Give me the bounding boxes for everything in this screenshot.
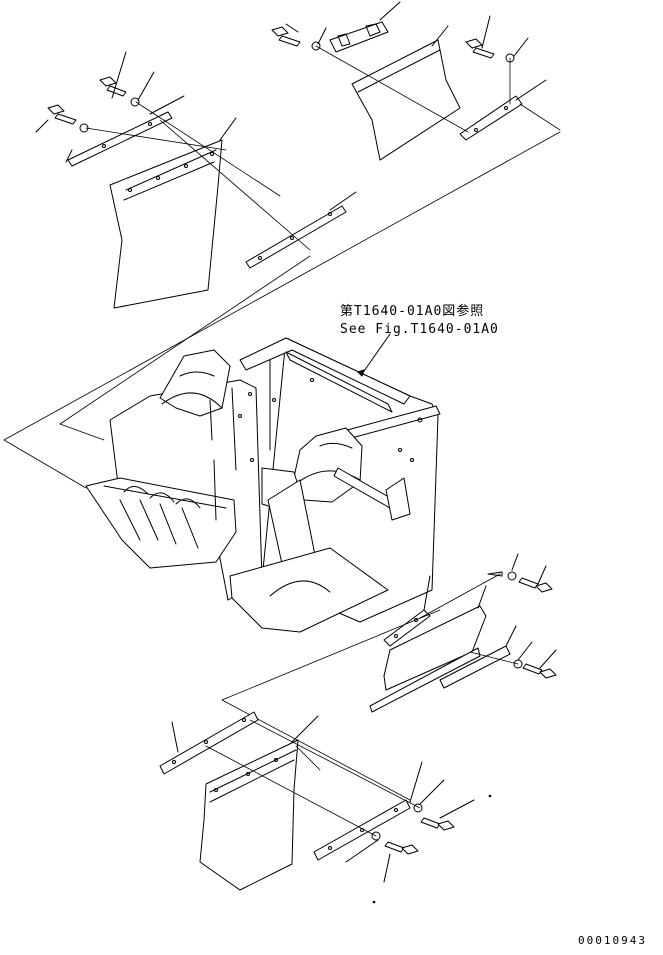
reference-leader — [361, 333, 391, 375]
frame-base-plate — [229, 547, 389, 633]
right-mid-mudguard-group — [369, 553, 557, 713]
bolt-top-right-b — [472, 47, 495, 59]
bolt-bottom-a — [420, 817, 441, 829]
plate-strip-top-right — [459, 95, 523, 141]
projection-line-main — [3, 131, 561, 489]
plate-strip-bottom-lower — [313, 799, 411, 861]
top-left-mudguard-group — [35, 51, 357, 309]
mud-flap-top-left — [109, 139, 223, 309]
reference-note: 第T1640-01A0図参照 See Fig.T1640-01A0 — [340, 303, 499, 339]
bolt-top-left-b — [99, 76, 127, 97]
bolt-top-right-a — [278, 35, 301, 47]
reference-note-english: See Fig.T1640-01A0 — [340, 322, 499, 337]
reference-note-japanese: 第T1640-01A0図参照 — [340, 304, 485, 319]
bolt-bottom-b — [384, 841, 405, 853]
bolt-top-left-a — [47, 104, 77, 125]
washer-bottom-a — [413, 803, 423, 813]
mud-flap-top-right — [351, 39, 461, 161]
bolt-right-mid-a — [518, 577, 539, 589]
washer-top-right-a — [311, 41, 321, 51]
main-frame — [85, 333, 441, 633]
bolt-right-mid-b — [522, 663, 543, 675]
washer-right-mid-a — [507, 571, 517, 581]
frame-left-housing — [85, 477, 237, 569]
plate-strip-bottom-upper — [159, 711, 259, 775]
washer-bottom-b — [371, 831, 381, 841]
drawing-number: 00010943 — [578, 934, 647, 947]
bracket-top-right — [329, 21, 389, 53]
frame-right-saddle — [291, 427, 363, 503]
plate-strip-lower-left — [245, 205, 347, 269]
mud-flap-bottom — [199, 739, 299, 891]
washer-top-left-b — [130, 97, 140, 107]
plate-strip-top-left — [67, 111, 173, 167]
top-right-mudguard-group — [271, 1, 561, 161]
bottom-mudguard-group — [159, 711, 475, 891]
